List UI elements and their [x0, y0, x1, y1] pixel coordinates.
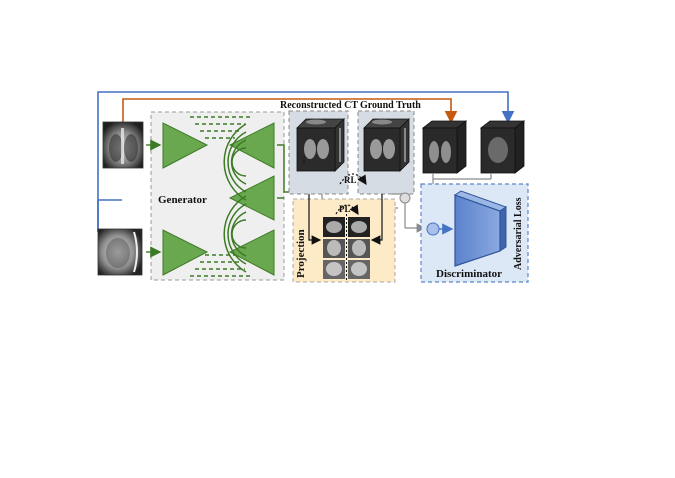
disc-input-cube-1	[421, 120, 468, 174]
discriminator-label: Discriminator	[436, 268, 502, 280]
decoder-triangle-bottom	[228, 229, 275, 276]
ground-truth-block: Ground Truth	[357, 100, 421, 195]
adversarial-loss-label: Adversarial Loss	[513, 197, 524, 270]
reconstructed-ct-block: Reconstructed CT ⋮	[280, 100, 358, 195]
ground-truth-label: Ground Truth	[360, 100, 421, 111]
rl-loss: RL	[339, 173, 367, 186]
projection-label: Projection	[295, 229, 307, 278]
concat-circle-blue	[426, 222, 440, 236]
ct-cube	[296, 118, 345, 172]
blue-route-lateral	[97, 91, 515, 232]
pl-label: PL	[339, 204, 351, 214]
xray-frontal-image	[102, 121, 144, 169]
projection-block: Projection PL	[292, 194, 396, 283]
ct-cube-ground-truth	[363, 118, 410, 172]
reconstructed-ct-label: Reconstructed CT	[280, 100, 358, 111]
decoder-triangle-middle	[228, 175, 275, 221]
discriminator-trapezoid	[453, 190, 508, 267]
xray-lateral-image	[97, 228, 143, 276]
rc-grid-mark: ⋮	[300, 156, 308, 165]
orange-route-frontal	[122, 98, 458, 124]
routing-lines	[97, 91, 515, 232]
generator-block: Generator	[146, 111, 290, 281]
encoder-triangle-bottom	[162, 229, 209, 276]
decoder-triangle-top	[228, 122, 275, 169]
discriminator-block: Adversarial Loss Discriminator	[420, 183, 529, 283]
disc-input-cube-2	[479, 120, 526, 174]
encoder-triangle-top	[162, 122, 209, 169]
generator-label: Generator	[158, 194, 207, 206]
blue-route-lateral-stub	[97, 199, 122, 232]
rl-label: RL	[344, 175, 357, 185]
projection-images	[323, 214, 370, 281]
